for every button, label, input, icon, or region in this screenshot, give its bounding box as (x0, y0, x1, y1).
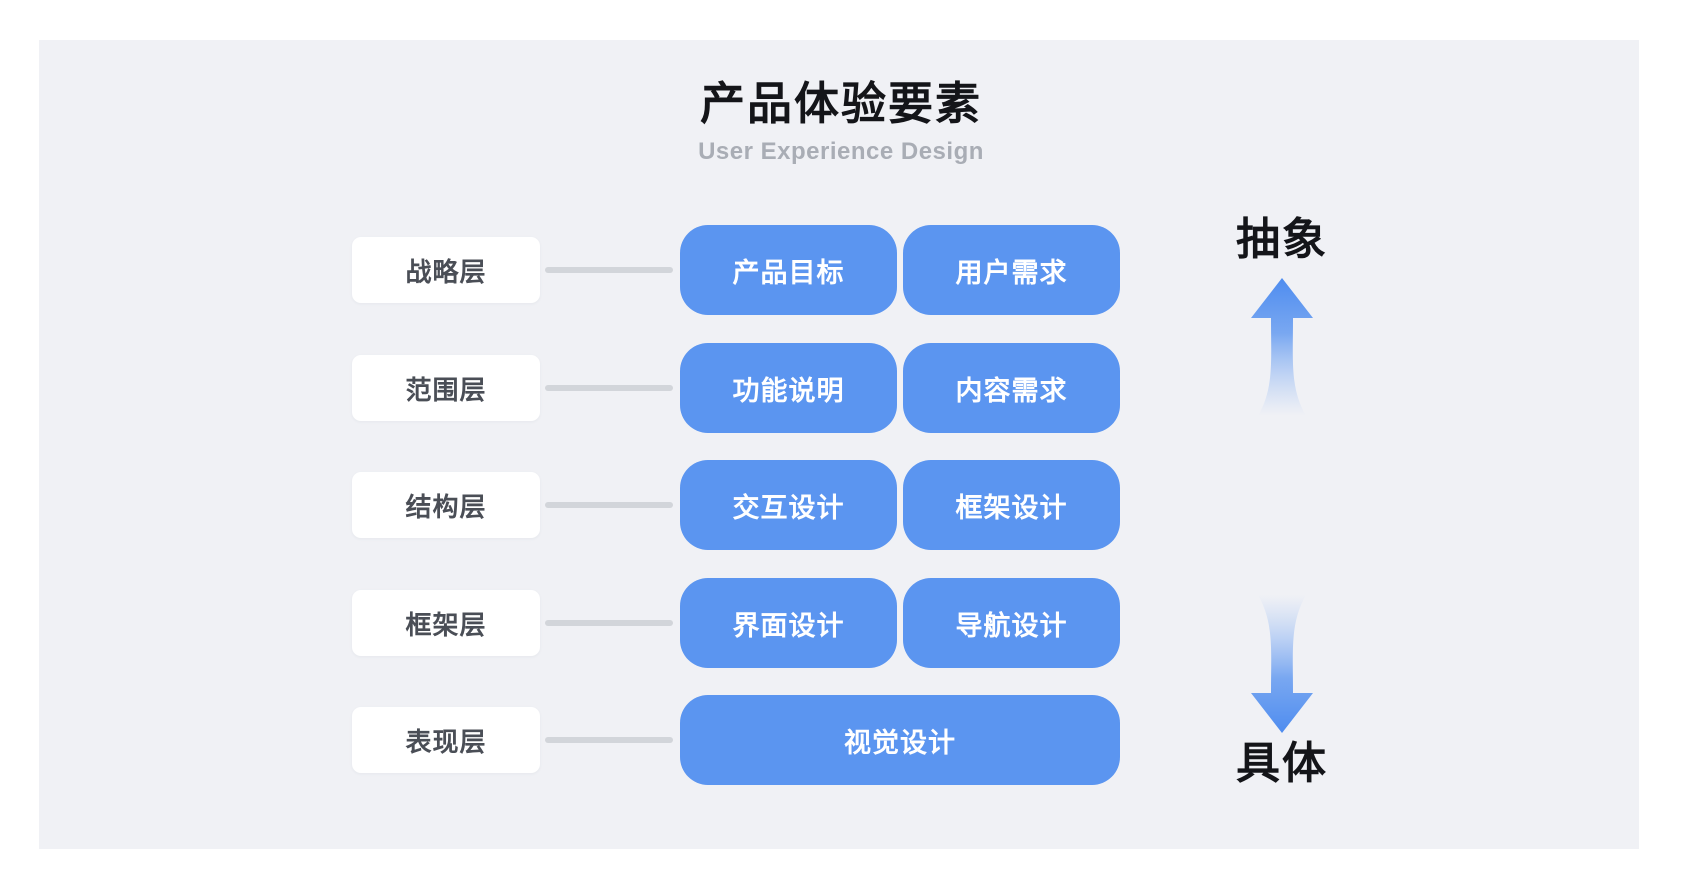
item-box: 产品目标 (680, 225, 897, 315)
connector-line (545, 502, 673, 508)
connector-line (545, 620, 673, 626)
item-box: 界面设计 (680, 578, 897, 668)
item-box-wide: 视觉设计 (680, 695, 1120, 785)
layer-label-box: 范围层 (352, 355, 540, 421)
layer-items: 视觉设计 (680, 695, 1120, 785)
item-box: 功能说明 (680, 343, 897, 433)
concrete-label: 具体 (1236, 739, 1328, 788)
layer-label: 战略层 (405, 256, 487, 287)
layer-row-surface: 表现层 视觉设计 (352, 695, 1142, 785)
arrow-up-icon (1251, 278, 1313, 416)
layer-row-scope: 范围层 功能说明 内容需求 (352, 343, 1142, 433)
item-box: 用户需求 (903, 225, 1120, 315)
abstract-label: 抽象 (1236, 215, 1328, 264)
item-box: 导航设计 (903, 578, 1120, 668)
layer-label: 表现层 (405, 726, 487, 757)
layer-label: 范围层 (405, 374, 487, 405)
connector-line (545, 737, 673, 743)
connector-line (545, 267, 673, 273)
layer-label: 结构层 (405, 491, 487, 522)
layer-items: 界面设计 导航设计 (680, 578, 1120, 668)
item-box: 框架设计 (903, 460, 1120, 550)
connector-line (545, 385, 673, 391)
layer-row-skeleton: 框架层 界面设计 导航设计 (352, 578, 1142, 668)
layer-row-strategy: 战略层 产品目标 用户需求 (352, 225, 1142, 315)
layer-row-structure: 结构层 交互设计 框架设计 (352, 460, 1142, 550)
layer-items: 交互设计 框架设计 (680, 460, 1120, 550)
layer-label: 框架层 (405, 609, 487, 640)
layer-label-box: 框架层 (352, 590, 540, 656)
arrow-down-icon (1251, 595, 1313, 733)
item-box: 内容需求 (903, 343, 1120, 433)
layer-items: 产品目标 用户需求 (680, 225, 1120, 315)
layer-label-box: 结构层 (352, 472, 540, 538)
layer-items: 功能说明 内容需求 (680, 343, 1120, 433)
item-box: 交互设计 (680, 460, 897, 550)
layer-label-box: 表现层 (352, 707, 540, 773)
layer-label-box: 战略层 (352, 237, 540, 303)
page-subtitle: User Experience Design (698, 138, 984, 165)
page-title: 产品体验要素 (699, 78, 982, 129)
